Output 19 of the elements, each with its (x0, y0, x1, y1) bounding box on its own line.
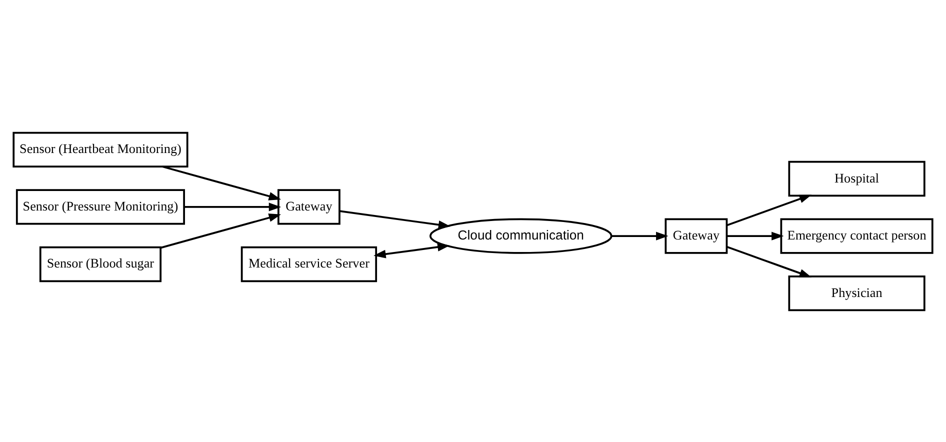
node-box: Sensor (Heartbeat Monitoring) (12, 131, 188, 167)
node-box: Hospital (788, 160, 926, 196)
node-box: Gateway (278, 188, 340, 224)
arrow (726, 194, 812, 226)
arrow (162, 165, 282, 200)
arrow (339, 210, 451, 229)
node-ellipse: Cloud communication (429, 218, 612, 254)
node-box: Sensor (Blood sugar (39, 246, 162, 282)
arrow (160, 213, 282, 248)
node-box: Sensor (Pressure Monitoring) (16, 188, 185, 224)
node-box: Medical service Server (240, 246, 378, 282)
arrow (374, 242, 450, 258)
arrow (726, 245, 812, 277)
node-box: Physician (788, 275, 926, 311)
arrow (727, 231, 784, 240)
node-box: Gateway (664, 218, 728, 254)
node-box: Emergency contact person (780, 218, 934, 254)
arrow (184, 202, 282, 211)
arrow (611, 231, 668, 240)
